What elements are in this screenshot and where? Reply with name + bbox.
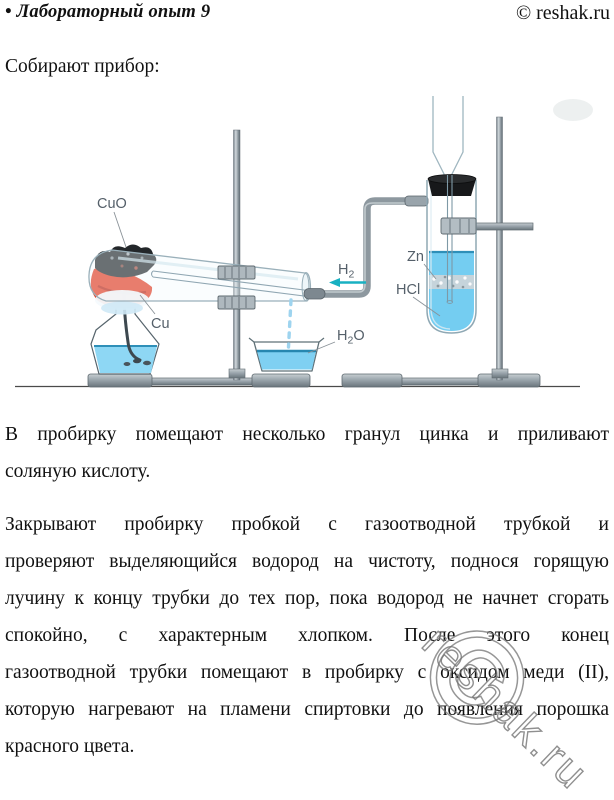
h2-tube-wall [426, 180, 477, 334]
h2o-pointer-line [307, 341, 336, 354]
arrow-head [329, 278, 340, 287]
wick-coil [143, 360, 151, 366]
tube-glass [88, 249, 312, 302]
cuo-powder [95, 244, 157, 278]
text-line: Закрывают пробирку пробкой с газоотводно… [5, 514, 609, 535]
cuo-test-tube [88, 249, 312, 302]
gas-tube-pipe [318, 197, 426, 298]
apparatus-svg: CuO Cu H2 H2O Zn HCl [15, 96, 593, 388]
beaker-rim-flare [318, 337, 325, 343]
zinc-specks [432, 276, 472, 286]
center-stand-rod [233, 129, 241, 381]
text-line: газоотводной трубки помещают в пробирку … [5, 662, 609, 683]
center-clamp [217, 265, 256, 310]
inner-tube-wall [152, 270, 309, 292]
water-drips [286, 298, 293, 349]
scan-shadow [553, 99, 593, 121]
cuo-pointer-line [113, 211, 127, 248]
flame [90, 267, 153, 315]
left-stand-base [87, 373, 311, 388]
inner-tube-wall [152, 276, 309, 298]
cu-label: Cu [151, 316, 170, 332]
text-line: которую нагревают на пламени спиртовки д… [5, 699, 609, 720]
intro-line: Собирают прибор: [5, 56, 160, 77]
text-line: соляную кислоту. [5, 461, 151, 482]
inner-tube-end [151, 270, 154, 278]
hcl-pointer-line [412, 296, 441, 317]
gas-tube [303, 195, 429, 300]
right-clamp-block [440, 217, 477, 235]
cu-pointer-line [139, 294, 156, 315]
wick-coil [133, 358, 141, 364]
page-header: • Лабораторный опыт 9 © reshak.ru [5, 2, 610, 25]
copper-oxide-heap [95, 244, 157, 278]
text-line: красного цвета. [5, 736, 135, 757]
paragraph-procedure: Закрывают пробирку пробкой с газоотводно… [5, 506, 609, 765]
cuo-speck [110, 256, 114, 260]
wick-coil [123, 362, 131, 366]
h2-tube-inner-shine [430, 185, 451, 330]
text-line: проверяют выделяющийся водород на чистот… [5, 551, 609, 572]
gas-tube-connector-right [404, 195, 429, 207]
clamp-block-lower [217, 295, 256, 310]
h2-flow-arrow [329, 278, 366, 287]
water-beaker [248, 337, 325, 372]
funnel-stem [446, 175, 454, 304]
funnel-body-fill [433, 96, 463, 182]
zn-label: Zn [407, 249, 424, 265]
cuo-speck [120, 264, 124, 268]
tube-glass-highlight [117, 256, 299, 281]
h2o-label: H2O [337, 328, 365, 347]
experiment-title: • Лабораторный опыт 9 [5, 2, 211, 22]
beaker-rim-flare [248, 337, 255, 343]
paragraph-zinc-acid: В пробирку помещают несколько гранул цин… [5, 416, 609, 490]
clamp-block-upper [217, 265, 256, 280]
center-rod-joint [228, 368, 246, 379]
right-rod-joint [491, 368, 509, 379]
right-stand-rod [496, 116, 503, 381]
h2-label: H2 [338, 262, 354, 281]
base-foot [87, 373, 153, 388]
beaker-water [257, 351, 316, 370]
inner-delivery-tube [151, 270, 309, 298]
diagram-labels: CuO Cu H2 H2O Zn HCl [97, 196, 441, 354]
funnel-tube [432, 96, 464, 184]
text-line: спокойно, с характерным хлопком. После э… [5, 625, 609, 646]
base-foot [341, 373, 403, 388]
cuo-label: CuO [97, 196, 127, 212]
clamp-hatching [224, 267, 247, 308]
text-line: В пробирку помещают несколько гранул цин… [5, 424, 609, 445]
cuo-speck [134, 266, 138, 270]
right-clamp [440, 217, 477, 235]
base-foot [477, 373, 541, 388]
apparatus-diagram: CuO Cu H2 H2O Zn HCl [0, 90, 614, 390]
cuo-speck [126, 252, 130, 256]
gas-tube-connector-left [303, 288, 326, 300]
gas-tube-highlight [318, 202, 426, 293]
copyright-label: © reshak.ru [515, 2, 610, 24]
zn-pointer-line [423, 263, 437, 280]
hcl-label: HCl [396, 282, 420, 298]
base-foot [251, 373, 311, 388]
lamp-alcohol [94, 346, 157, 373]
cuo-speck [140, 256, 144, 260]
stem-opening [446, 300, 454, 304]
flame-base-blue [101, 301, 143, 315]
right-stand-base [341, 373, 541, 388]
text-line: лучину к концу трубки до тех пор, пока в… [5, 588, 609, 609]
